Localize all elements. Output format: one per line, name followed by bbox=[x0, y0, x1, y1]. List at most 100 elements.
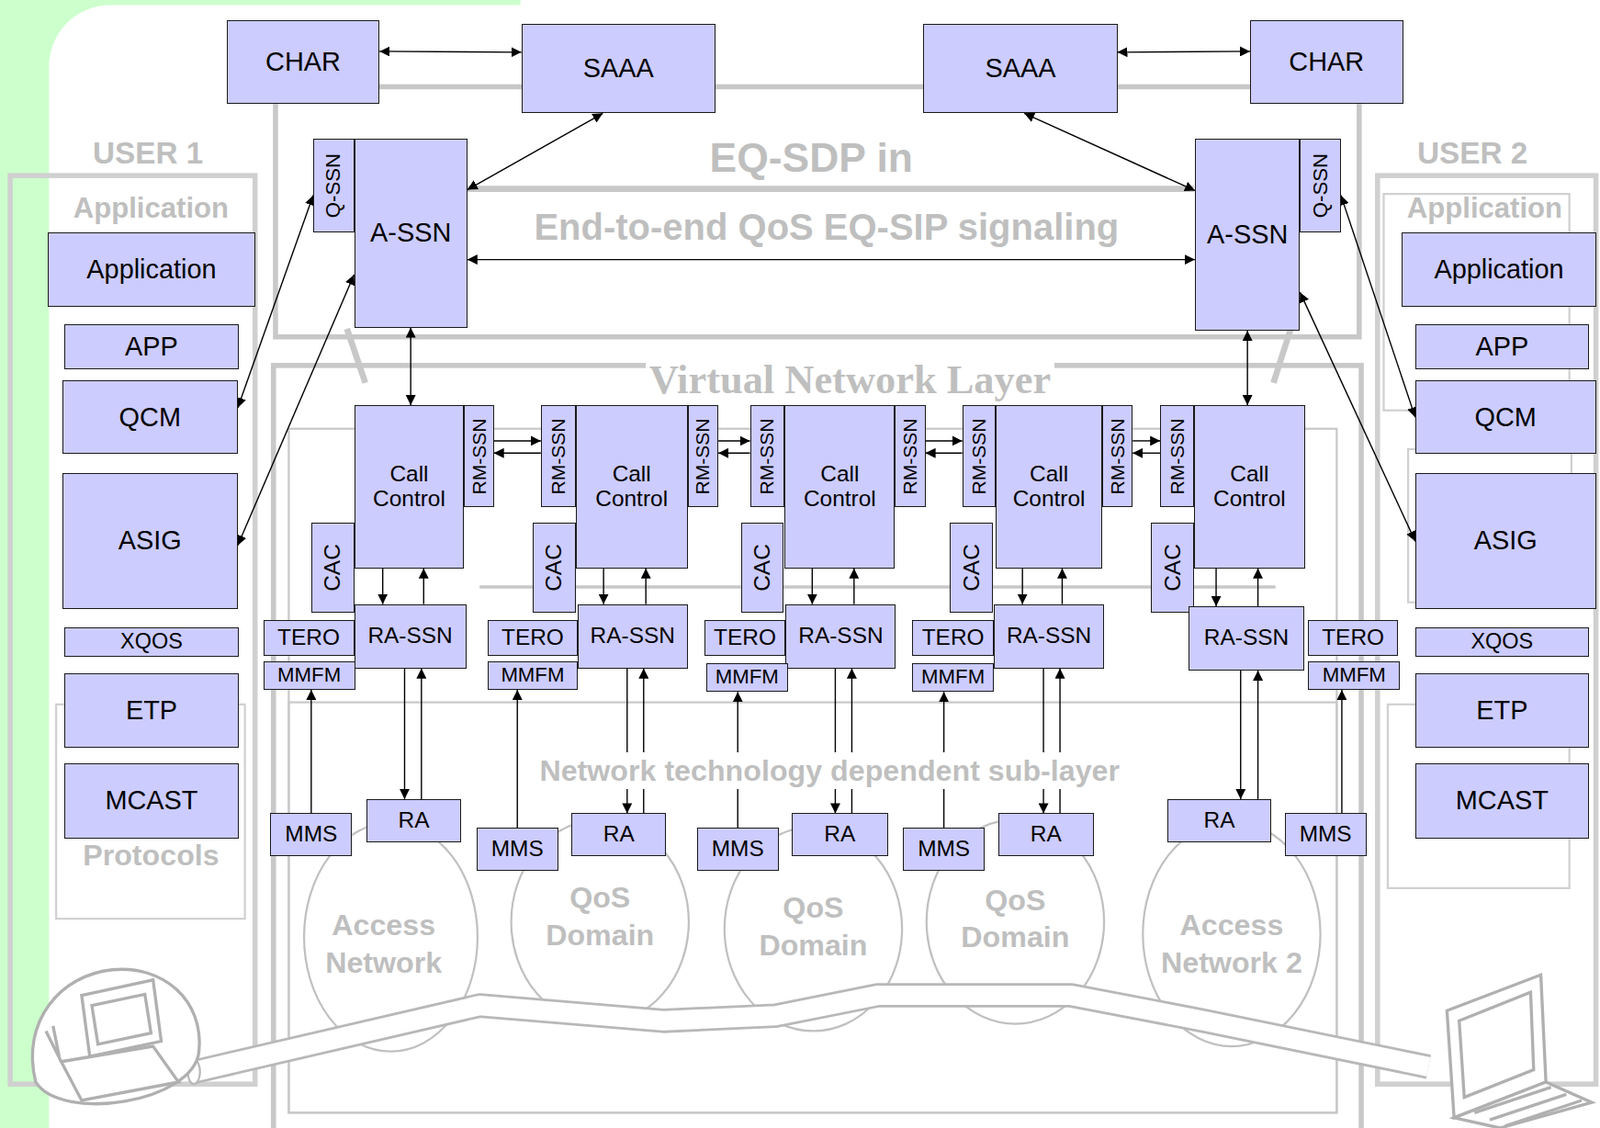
signal-arrow bbox=[1024, 112, 1195, 191]
region-label: QoS Domain bbox=[736, 889, 891, 964]
component-box: MMFM bbox=[263, 661, 356, 690]
component-box: QCM bbox=[1415, 380, 1597, 454]
box-text: CAC bbox=[1160, 543, 1185, 592]
component-box: APP bbox=[1415, 324, 1589, 370]
component-box: XQOS bbox=[1415, 627, 1589, 657]
box-text: ASIG bbox=[1474, 526, 1538, 556]
signal-arrow bbox=[718, 452, 750, 454]
component-box: TERO bbox=[487, 619, 578, 656]
signal-arrow bbox=[1042, 668, 1044, 814]
component-box: Application bbox=[1401, 232, 1596, 307]
box-text: A-SSN bbox=[1206, 220, 1288, 250]
signal-arrow bbox=[853, 568, 855, 605]
laptop-icon bbox=[1474, 1087, 1582, 1127]
box-text: ETP bbox=[125, 696, 178, 726]
component-box: Q-SSN bbox=[1299, 138, 1341, 233]
box-text: MMS bbox=[491, 836, 544, 862]
component-box: RM-SSN bbox=[1102, 405, 1133, 508]
box-text: QCM bbox=[119, 403, 181, 433]
component-box: MMFM bbox=[487, 661, 578, 690]
component-box: RA bbox=[998, 812, 1094, 857]
box-text: SAAA bbox=[984, 54, 1056, 84]
layer-panel bbox=[347, 328, 366, 384]
component-box: ASIG bbox=[1415, 473, 1597, 609]
box-text: RM-SSN bbox=[1106, 417, 1128, 495]
box-text: RA-SSN bbox=[367, 623, 452, 649]
signal-arrow bbox=[494, 439, 541, 441]
box-text: CAC bbox=[749, 543, 775, 592]
box-text: MMS bbox=[1299, 822, 1353, 847]
user-panel bbox=[10, 175, 256, 1084]
box-text: XQOS bbox=[120, 630, 183, 654]
component-box: RM-SSN bbox=[540, 405, 576, 508]
white-ground bbox=[48, 5, 1600, 1128]
signal-arrow bbox=[1132, 439, 1161, 441]
box-text: APP bbox=[1475, 332, 1529, 362]
component-box: MMS bbox=[476, 827, 559, 871]
desktop-computer-icon bbox=[61, 1046, 180, 1101]
desktop-computer-icon bbox=[45, 1025, 62, 1062]
box-text: RA bbox=[1204, 808, 1236, 834]
component-box: XQOS bbox=[64, 627, 239, 657]
signal-arrow bbox=[517, 689, 519, 828]
box-text: RM-SSN bbox=[547, 417, 569, 495]
component-box: Q-SSN bbox=[313, 138, 354, 233]
laptop-icon bbox=[1453, 1081, 1592, 1128]
component-box: ETP bbox=[1415, 673, 1589, 748]
signal-arrow bbox=[494, 452, 541, 454]
component-box: CHAR bbox=[226, 20, 381, 104]
component-box: RA-SSN bbox=[785, 604, 896, 669]
layer-panel bbox=[273, 86, 1362, 1128]
region-label: End-to-end QoS EQ-SIP signaling bbox=[469, 203, 1184, 250]
component-box: RM-SSN bbox=[894, 405, 925, 508]
component-box: CAC bbox=[311, 522, 355, 613]
component-box: CAC bbox=[532, 522, 576, 613]
component-box: RA-SSN bbox=[1188, 606, 1305, 671]
component-box: MMFM bbox=[912, 663, 994, 692]
component-box: MCAST bbox=[1415, 763, 1589, 839]
signal-arrow bbox=[1021, 568, 1023, 605]
signal-arrow bbox=[1257, 670, 1259, 800]
component-box: CAC bbox=[1150, 522, 1195, 613]
component-box: Application bbox=[47, 232, 256, 307]
signal-arrow bbox=[237, 274, 355, 546]
signal-arrow bbox=[1061, 568, 1063, 605]
box-text: Call Control bbox=[788, 461, 891, 512]
component-box: MMFM bbox=[1307, 661, 1400, 690]
region-label: USER 1 bbox=[45, 134, 250, 173]
box-text: ASIG bbox=[118, 526, 182, 556]
region-label: Application bbox=[1382, 191, 1587, 227]
component-box: Call Control bbox=[354, 405, 465, 569]
signal-arrow bbox=[925, 452, 963, 454]
signal-arrow bbox=[423, 568, 425, 605]
signal-arrow bbox=[1299, 292, 1416, 541]
signal-arrow bbox=[404, 668, 406, 800]
signal-arrow bbox=[310, 689, 312, 813]
component-box: APP bbox=[64, 324, 239, 370]
box-text: Call Control bbox=[1000, 461, 1098, 512]
region-label: Virtual Network Layer bbox=[645, 359, 1056, 400]
component-box: MMS bbox=[697, 827, 779, 871]
box-text: RA-SSN bbox=[1006, 623, 1092, 649]
box-text: MMS bbox=[917, 836, 970, 862]
signal-arrow bbox=[626, 668, 628, 814]
component-box: Call Control bbox=[1194, 405, 1306, 569]
component-box: CHAR bbox=[1250, 20, 1404, 104]
layer-panel bbox=[1273, 328, 1291, 384]
region-label: QoS Domain bbox=[523, 878, 677, 954]
component-box: Call Control bbox=[995, 405, 1103, 569]
network-pipe bbox=[187, 995, 1429, 1085]
box-text: RM-SSN bbox=[1166, 417, 1188, 495]
signal-arrow bbox=[834, 668, 836, 814]
box-text: ETP bbox=[1476, 696, 1528, 726]
signal-arrow bbox=[1132, 452, 1161, 454]
box-text: RA bbox=[823, 822, 856, 847]
region-label: Application bbox=[48, 191, 253, 227]
box-text: TERO bbox=[501, 625, 564, 651]
signal-arrow bbox=[467, 112, 604, 190]
component-box: MMS bbox=[1284, 812, 1367, 857]
region-label: USER 2 bbox=[1370, 134, 1575, 173]
box-text: Call Control bbox=[580, 461, 684, 512]
